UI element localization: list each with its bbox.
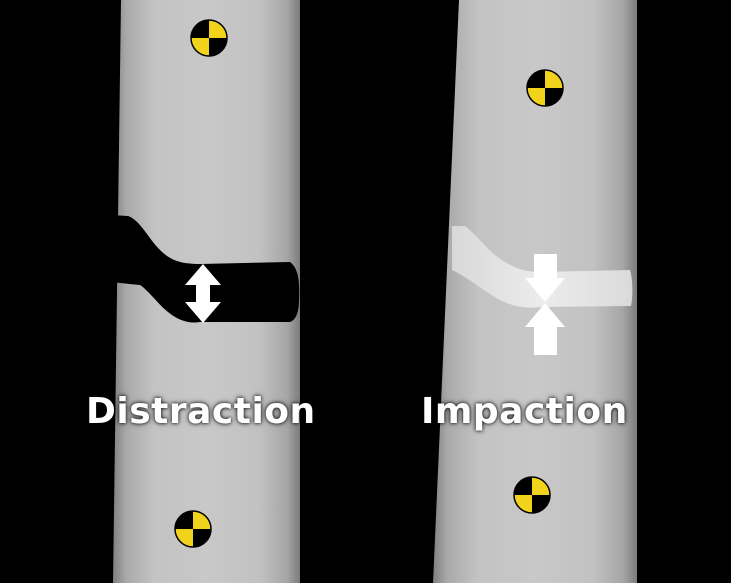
impaction-label: Impaction [421,391,628,432]
bone-left [110,0,300,583]
calibration-marker-icon [190,19,228,57]
fracture-overlap [452,226,633,308]
calibration-marker-icon [174,510,212,548]
calibration-marker-icon [526,69,564,107]
converging-arrows-icon [525,254,565,355]
distraction-label: Distraction [86,391,316,432]
calibration-marker-icon [513,476,551,514]
double-arrow-icon [185,264,221,323]
bone-right [433,0,637,583]
